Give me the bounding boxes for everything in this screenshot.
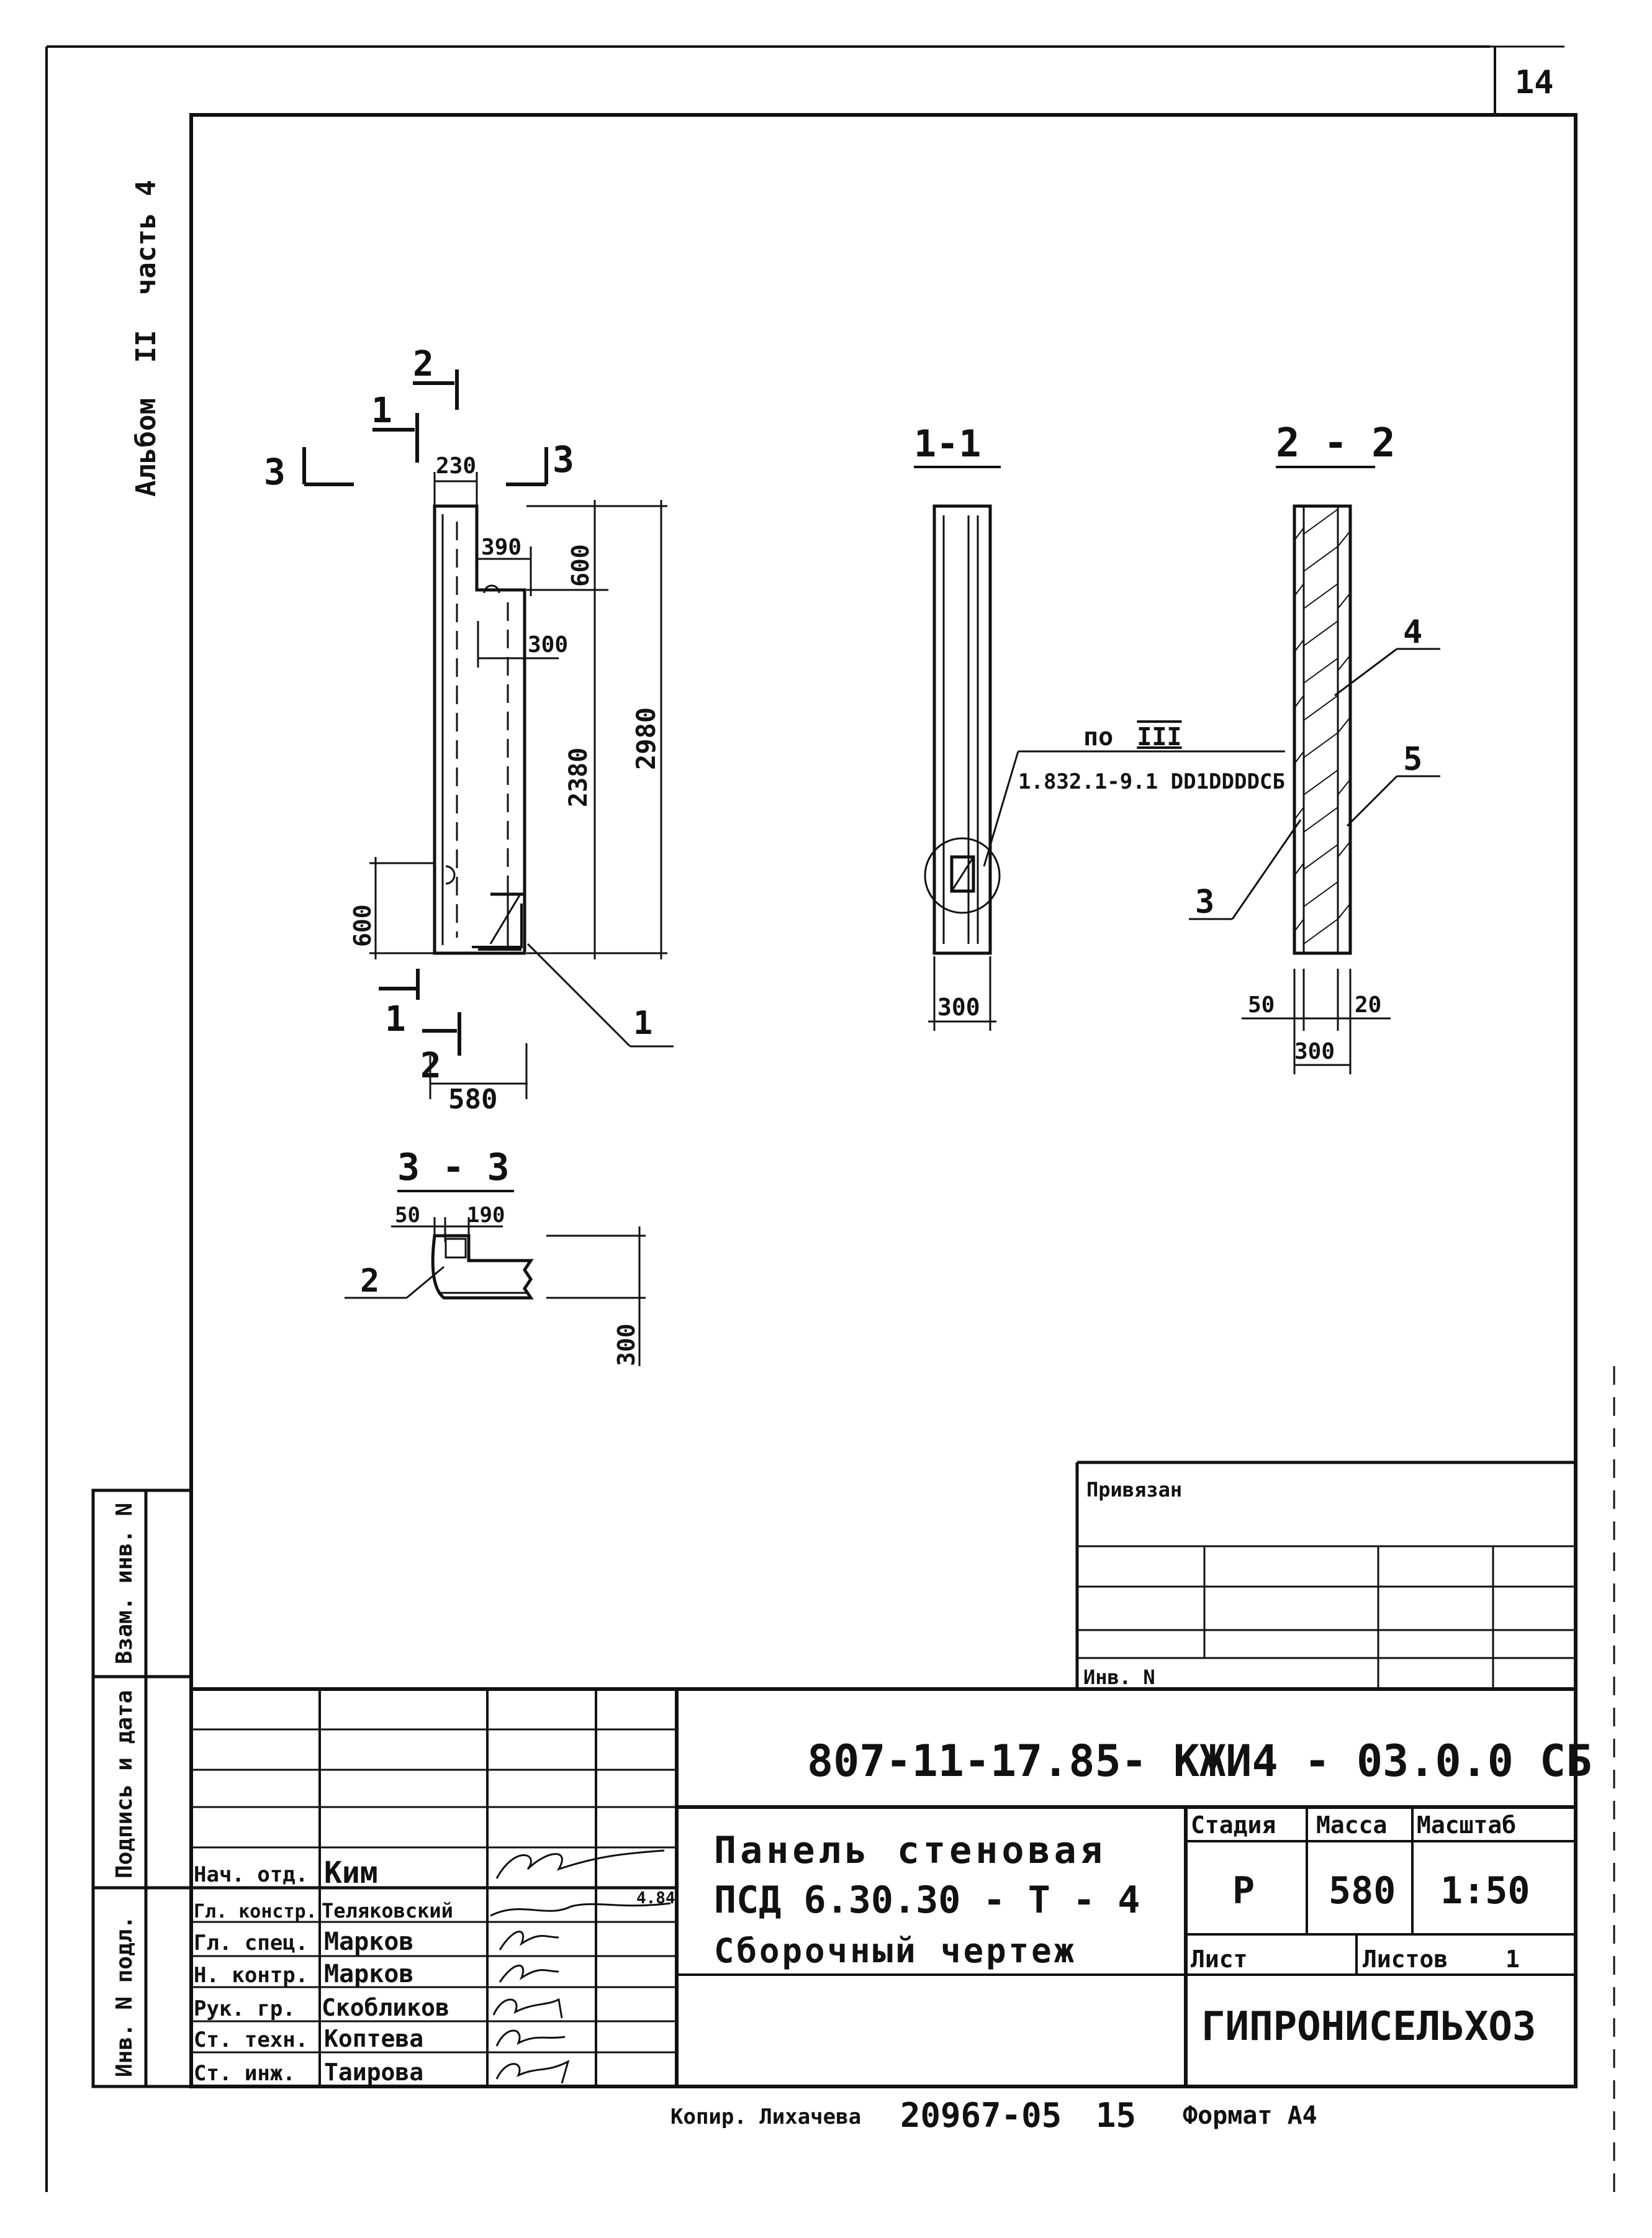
panel-elevation: 3 3 1 2 230 bbox=[264, 344, 674, 1115]
binding-side: Альбом II часть 4 Взам. инв. N Подпись и… bbox=[91, 180, 193, 2088]
sheets-label: Листов bbox=[1363, 1946, 1448, 1973]
staff-role: Н. контр. bbox=[194, 1963, 308, 1988]
dim-390: 390 bbox=[481, 535, 521, 560]
dim-600-bottom: 600 bbox=[349, 904, 376, 947]
staff-role: Нач. отд. bbox=[194, 1862, 308, 1887]
signature bbox=[495, 2060, 570, 2084]
section-2-2: 2 - 2 4 5 3 50 20 300 bbox=[1189, 420, 1440, 1074]
title-block: Привязан Инв. N Нач. отд. Ким bbox=[191, 1461, 1592, 2086]
dim-600-top: 600 bbox=[567, 544, 594, 587]
sheet-frame bbox=[45, 45, 1578, 2192]
sheets-value: 1 bbox=[1505, 1946, 1520, 1973]
dim-2980: 2980 bbox=[631, 707, 661, 770]
stage-value: Р bbox=[1232, 1869, 1255, 1913]
section-mark-1-bottom: 1 bbox=[385, 999, 406, 1040]
title-line-3: Сборочный чертеж bbox=[714, 1931, 1077, 1970]
format: Формат А4 bbox=[1183, 2101, 1317, 2130]
section-3-3: 3 - 3 50 190 300 2 bbox=[345, 1146, 646, 1366]
stage-label: Стадия bbox=[1191, 1811, 1276, 1839]
signature bbox=[495, 1849, 665, 1879]
mass-value: 580 bbox=[1329, 1869, 1396, 1913]
footer: Копир. Лихачева 20967-05 15 Формат А4 bbox=[670, 2096, 1317, 2135]
section-mark-3-left: 3 bbox=[264, 451, 286, 493]
sec33-dim-300: 300 bbox=[613, 1323, 640, 1366]
sheet-label: Лист bbox=[1191, 1946, 1248, 1973]
leader-5: 5 bbox=[1403, 741, 1422, 778]
staff-row-5: Рук. гр. Скобликов bbox=[194, 1994, 563, 2021]
section-1-1: 1-1 по III 1.832.1-9.1 DD1DDDDCБ 300 bbox=[914, 422, 1285, 1031]
privyazan-label: Привязан bbox=[1086, 1478, 1182, 1502]
section-mark-3-right: 3 bbox=[553, 438, 574, 481]
title-line-2: ПСД 6.30.30 - Т - 4 bbox=[714, 1878, 1140, 1922]
scale-value: 1:50 bbox=[1440, 1869, 1530, 1913]
signature bbox=[495, 2029, 566, 2047]
dim-230: 230 bbox=[436, 453, 476, 479]
section-2-2-title: 2 - 2 bbox=[1276, 420, 1396, 466]
mass-label: Масса bbox=[1316, 1811, 1387, 1839]
staff-name: Марков bbox=[324, 1960, 414, 1988]
staff-role: Рук. гр. bbox=[194, 1996, 296, 2021]
document-code: 807-11-17.85- КЖИ4 - 03.0.0 СБ bbox=[807, 1736, 1592, 1787]
organization: ГИПРОНИСЕЛЬХОЗ bbox=[1201, 2004, 1536, 2050]
staff-name: Таирова bbox=[324, 2059, 423, 2086]
staff-name: Теляковский bbox=[322, 1899, 453, 1923]
date-note: 4.84 bbox=[636, 1889, 675, 1908]
dim-2380: 2380 bbox=[564, 748, 593, 807]
staff-row-1: Нач. отд. Ким bbox=[194, 1849, 665, 1890]
ref-by: по III bbox=[1083, 723, 1182, 751]
dim-300: 300 bbox=[528, 632, 568, 658]
staff-row-4: Н. контр. Марков bbox=[194, 1960, 559, 1988]
dim-580: 580 bbox=[448, 1084, 497, 1115]
sheet-number: 14 bbox=[1515, 64, 1554, 101]
page-number: 15 bbox=[1096, 2096, 1136, 2135]
leader-1: 1 bbox=[633, 1005, 652, 1042]
binding-col-signature-date: Подпись и дата bbox=[112, 1690, 137, 1878]
staff-role: Ст. техн. bbox=[194, 2027, 308, 2052]
section-mark-1-top: 1 bbox=[371, 391, 392, 431]
inv-no-label: Инв. N bbox=[1083, 1665, 1155, 1689]
staff-name: Ким bbox=[324, 1855, 378, 1890]
staff-name: Марков bbox=[324, 1928, 414, 1956]
staff-row-3: Гл. спец. Марков bbox=[194, 1928, 559, 1956]
leader-2: 2 bbox=[360, 1262, 379, 1300]
staff-role: Гл. констр. bbox=[194, 1901, 317, 1923]
signature bbox=[499, 1964, 559, 1983]
staff-name: Коптева bbox=[324, 2025, 423, 2052]
leader-3: 3 bbox=[1195, 884, 1214, 921]
signature bbox=[499, 1931, 559, 1950]
sec11-dim-300: 300 bbox=[937, 994, 980, 1021]
sec22-dim-20: 20 bbox=[1355, 992, 1381, 1018]
binding-col-inv-replace: Взам. инв. N bbox=[112, 1503, 137, 1664]
sec22-dim-300: 300 bbox=[1294, 1039, 1335, 1064]
signature bbox=[490, 1902, 671, 1917]
signature bbox=[492, 1998, 563, 2019]
staff-role: Ст. инж. bbox=[194, 2061, 296, 2086]
sec33-dim-50: 50 bbox=[395, 1203, 420, 1228]
ref-document: 1.832.1-9.1 DD1DDDDCБ bbox=[1018, 769, 1285, 794]
archive-number: 20967-05 bbox=[900, 2096, 1062, 2135]
sec22-dim-50: 50 bbox=[1248, 992, 1275, 1018]
section-1-1-title: 1-1 bbox=[914, 422, 981, 466]
staff-role: Гл. спец. bbox=[194, 1931, 308, 1955]
staff-row-7: Ст. инж. Таирова bbox=[194, 2059, 570, 2086]
scale-label: Масштаб bbox=[1417, 1811, 1516, 1839]
title-line-1: Панель стеновая bbox=[714, 1829, 1106, 1872]
sec33-dim-190: 190 bbox=[467, 1203, 505, 1228]
leader-4: 4 bbox=[1403, 614, 1422, 651]
copier: Копир. Лихачева bbox=[670, 2104, 861, 2129]
staff-row-6: Ст. техн. Коптева bbox=[194, 2025, 566, 2052]
binding-col-inv-original: Инв. N подл. bbox=[112, 1916, 137, 2077]
staff-name: Скобликов bbox=[322, 1994, 449, 2021]
album-label: Альбом II часть 4 bbox=[130, 180, 162, 497]
staff-row-2: Гл. констр. Теляковский 4.84 bbox=[194, 1889, 675, 1923]
section-mark-2-top: 2 bbox=[413, 344, 434, 384]
section-3-3-title: 3 - 3 bbox=[397, 1146, 510, 1189]
